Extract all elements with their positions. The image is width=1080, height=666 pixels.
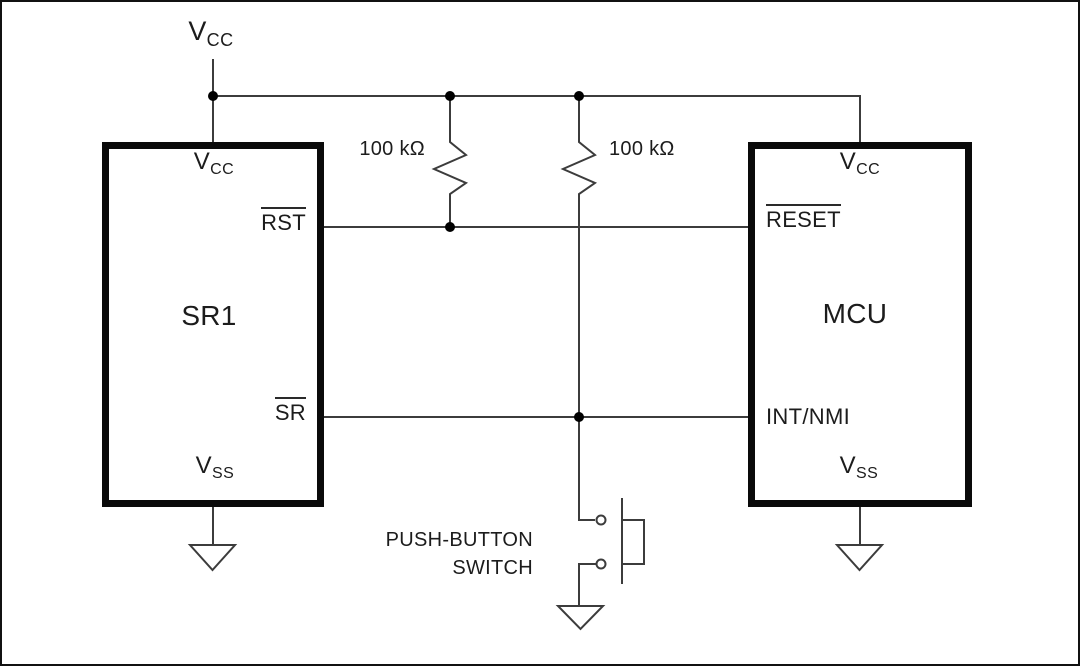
mcu-ground-icon bbox=[834, 544, 885, 572]
sr1-block-outline bbox=[102, 142, 324, 507]
resistor-left-value-label: 100 kΩ bbox=[359, 138, 425, 160]
mcu-pin-vss-base: V bbox=[839, 452, 856, 479]
pullup-resistor-left bbox=[431, 96, 469, 227]
sr1-block-name: SR1 bbox=[181, 300, 237, 331]
mcu-pin-vss-label: VSS bbox=[840, 454, 879, 482]
mcu-pin-vss-subscript: SS bbox=[855, 465, 879, 482]
vcc-supply-subscript: CC bbox=[206, 30, 234, 50]
switch-bottom-lead-wire bbox=[578, 563, 596, 606]
mcu-pin-reset-text: RESET bbox=[766, 204, 841, 231]
switch-contact-bottom-icon bbox=[595, 558, 607, 570]
mcu-pin-int-nmi-label: INT/NMI bbox=[766, 404, 850, 429]
mcu-pin-reset-label: RESET bbox=[766, 204, 841, 231]
junction-dot-reset-net bbox=[445, 222, 455, 232]
switch-contact-top-icon bbox=[595, 514, 607, 526]
sr1-pin-rst-label: RST bbox=[261, 207, 306, 234]
mcu-pin-vcc-base: V bbox=[839, 148, 857, 175]
junction-dot-rail-res-right bbox=[574, 91, 584, 101]
mcu-block-outline bbox=[748, 142, 972, 507]
vcc-supply-label: VCC bbox=[188, 16, 234, 50]
sr1-ground-icon bbox=[187, 544, 238, 572]
sr1-pin-vss-label: VSS bbox=[196, 454, 235, 482]
sr1-pin-vss-base: V bbox=[195, 452, 212, 479]
top-power-rail-wire bbox=[213, 95, 861, 142]
vcc-supply-base: V bbox=[188, 16, 207, 46]
pullup-resistor-right bbox=[560, 96, 598, 417]
sr1-pin-vcc-subscript: CC bbox=[210, 161, 235, 178]
mcu-pin-vcc-subscript: CC bbox=[856, 161, 881, 178]
junction-dot-rail-res-left bbox=[445, 91, 455, 101]
sr1-pin-sr-label: SR bbox=[274, 397, 306, 424]
switch-ground-icon bbox=[555, 605, 606, 631]
junction-dot-int-net bbox=[574, 412, 584, 422]
switch-actuator-bracket-icon bbox=[622, 519, 645, 565]
mcu-pin-vcc-label: VCC bbox=[840, 150, 880, 178]
sr1-pin-vcc-base: V bbox=[193, 148, 211, 175]
sr1-pin-vcc-label: VCC bbox=[194, 150, 234, 178]
mcu-block-name: MCU bbox=[822, 298, 888, 329]
junction-dot-vcc-left bbox=[208, 91, 218, 101]
resistor-right-value-label: 100 kΩ bbox=[609, 138, 675, 160]
pushbutton-caption-line2: SWITCH bbox=[452, 557, 533, 579]
switch-top-lead-wire bbox=[578, 417, 595, 521]
pushbutton-caption-line1: PUSH-BUTTON bbox=[385, 529, 533, 551]
sr1-pin-vss-subscript: SS bbox=[211, 465, 235, 482]
sr1-pin-sr-text: SR bbox=[274, 397, 306, 424]
pushbutton-switch-caption: PUSH-BUTTON SWITCH bbox=[386, 526, 533, 582]
sr1-pin-rst-text: RST bbox=[261, 207, 306, 234]
